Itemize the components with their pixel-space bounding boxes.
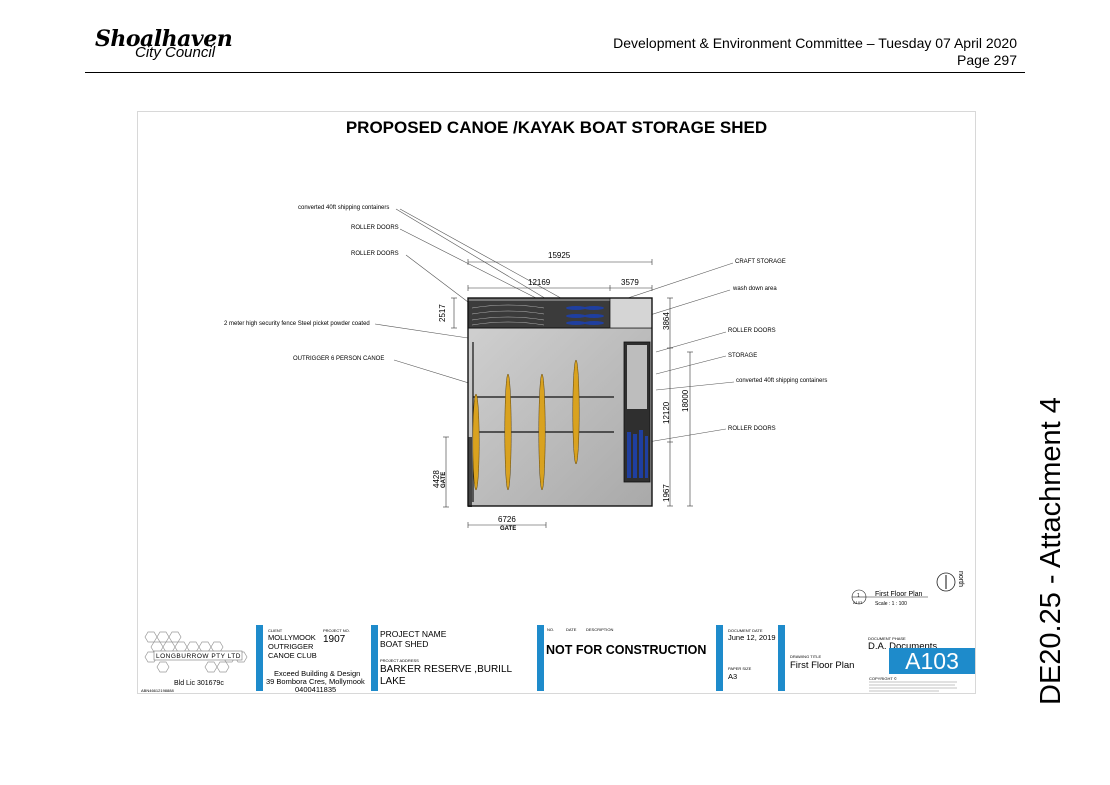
dim-right-total: 18000: [681, 389, 690, 412]
label-storage: STORAGE: [728, 353, 758, 359]
doc-phase-label: DOCUMENT PHASE: [868, 636, 906, 641]
dim-gate-bottom-word: GATE: [500, 526, 517, 532]
project-address-label: PROJECT ADDRESS: [380, 658, 419, 663]
label-roller-doors-1: ROLLER DOORS: [351, 225, 399, 231]
client-label: CLIENT: [268, 628, 283, 633]
drawing-title-value: First Floor Plan: [790, 660, 855, 671]
dim-right-width: 3579: [621, 278, 639, 287]
drawing-number: A103: [889, 648, 975, 674]
doc-date: June 12, 2019: [728, 633, 776, 642]
client-name: MOLLYMOOK OUTRIGGER CANOE CLUB: [268, 633, 317, 660]
canoe-icons: [472, 359, 580, 491]
copyright-fine-print: [869, 681, 957, 692]
page-number: Page 297: [957, 52, 1017, 68]
abn-number: ABN46612198888: [141, 688, 174, 693]
attachment-label: DE20.25 - Attachment 4: [1035, 397, 1067, 705]
builder-licence: Bld Lic 301679c: [174, 680, 224, 687]
copyright: COPYRIGHT ©: [869, 676, 897, 681]
rev-no-label: NO.: [547, 627, 555, 632]
north-label: north: [957, 571, 964, 587]
label-security-fence: 2 meter high security fence Steel picket…: [224, 321, 370, 327]
title-block: LONGBURROW PTY LTD Bld Lic 301679c ABN46…: [138, 620, 977, 695]
blue-bar-1: [256, 625, 263, 691]
rev-desc-label: DESCRIPTION: [586, 627, 614, 632]
committee-heading: Development & Environment Committee – Tu…: [613, 35, 1017, 51]
builder-name: Exceed Building & Design: [274, 669, 361, 678]
dim-gate-bottom: 6726: [498, 515, 516, 524]
label-containers-left: converted 40ft shipping containers: [298, 205, 390, 211]
drawing-sheet: PROPOSED CANOE /KAYAK BOAT STORAGE SHED: [137, 111, 976, 694]
label-outrigger-canoe: OUTRIGGER 6 PERSON CANOE: [293, 356, 385, 362]
dim-left-width: 12169: [528, 278, 551, 287]
floor-plan-graphic: [374, 208, 956, 605]
paper-size: A3: [728, 672, 738, 681]
label-wash-down: wash down area: [733, 286, 777, 292]
builder-address: 39 Bombora Cres, Mollymook: [266, 677, 365, 686]
doc-date-label: DOCUMENT DATE: [728, 628, 763, 633]
project-no: 1907: [323, 634, 346, 645]
label-roller-doors-3: ROLLER DOORS: [728, 328, 776, 334]
label-roller-doors-2: ROLLER DOORS: [351, 251, 399, 257]
doc-phase: D.A. Documents: [868, 641, 938, 652]
view-scale: Scale : 1 : 100: [875, 601, 907, 607]
dim-right-top: 3864: [662, 312, 671, 330]
dim-gate-left-word: GATE: [441, 471, 447, 488]
view-sheet-ref: A103: [853, 600, 863, 605]
logo-wordmark-bottom: City Council: [135, 44, 216, 61]
dim-gate-left: 4428: [432, 470, 441, 488]
rev-date-label: DATE: [566, 627, 577, 632]
drawing-title-label: DRAWING TITLE: [790, 654, 822, 659]
dim-container-depth: 2517: [438, 304, 447, 322]
blue-bar-2: [371, 625, 378, 691]
not-for-construction: NOT FOR CONSTRUCTION: [546, 643, 707, 657]
wash-down-area: [609, 297, 653, 329]
project-name: BOAT SHED: [380, 639, 429, 649]
dimension-lines: [443, 259, 693, 528]
drawing-title: PROPOSED CANOE /KAYAK BOAT STORAGE SHED: [345, 118, 768, 137]
label-craft-storage: CRAFT STORAGE: [735, 259, 786, 265]
project-no-label: PROJECT NO.: [323, 628, 350, 633]
dim-right-bottom: 1967: [662, 484, 671, 502]
logo-wordmark-top: Shoalhaven: [95, 26, 233, 52]
project-address: BARKER RESERVE ,BURILL LAKE: [380, 664, 512, 687]
view-number: 1: [857, 593, 860, 599]
dim-right-mid: 12120: [662, 401, 671, 424]
label-roller-doors-4: ROLLER DOORS: [728, 426, 776, 432]
blue-bar-4: [716, 625, 723, 691]
label-containers-right: converted 40ft shipping containers: [736, 378, 828, 384]
council-logo: Shoalhaven City Council: [95, 26, 233, 66]
paper-size-label: PAPER SIZE: [728, 666, 752, 671]
blue-bar-5: [778, 625, 785, 691]
project-name-label: PROJECT NAME: [380, 629, 447, 639]
company-name: LONGBURROW PTY LTD: [156, 653, 241, 660]
blue-bar-3: [537, 625, 544, 691]
header-divider: [85, 72, 1025, 73]
view-name: First Floor Plan: [875, 591, 923, 598]
builder-phone: 0400411835: [295, 685, 337, 694]
hexagon-logo-icon: [144, 631, 248, 673]
dim-overall-width: 15925: [548, 251, 571, 260]
